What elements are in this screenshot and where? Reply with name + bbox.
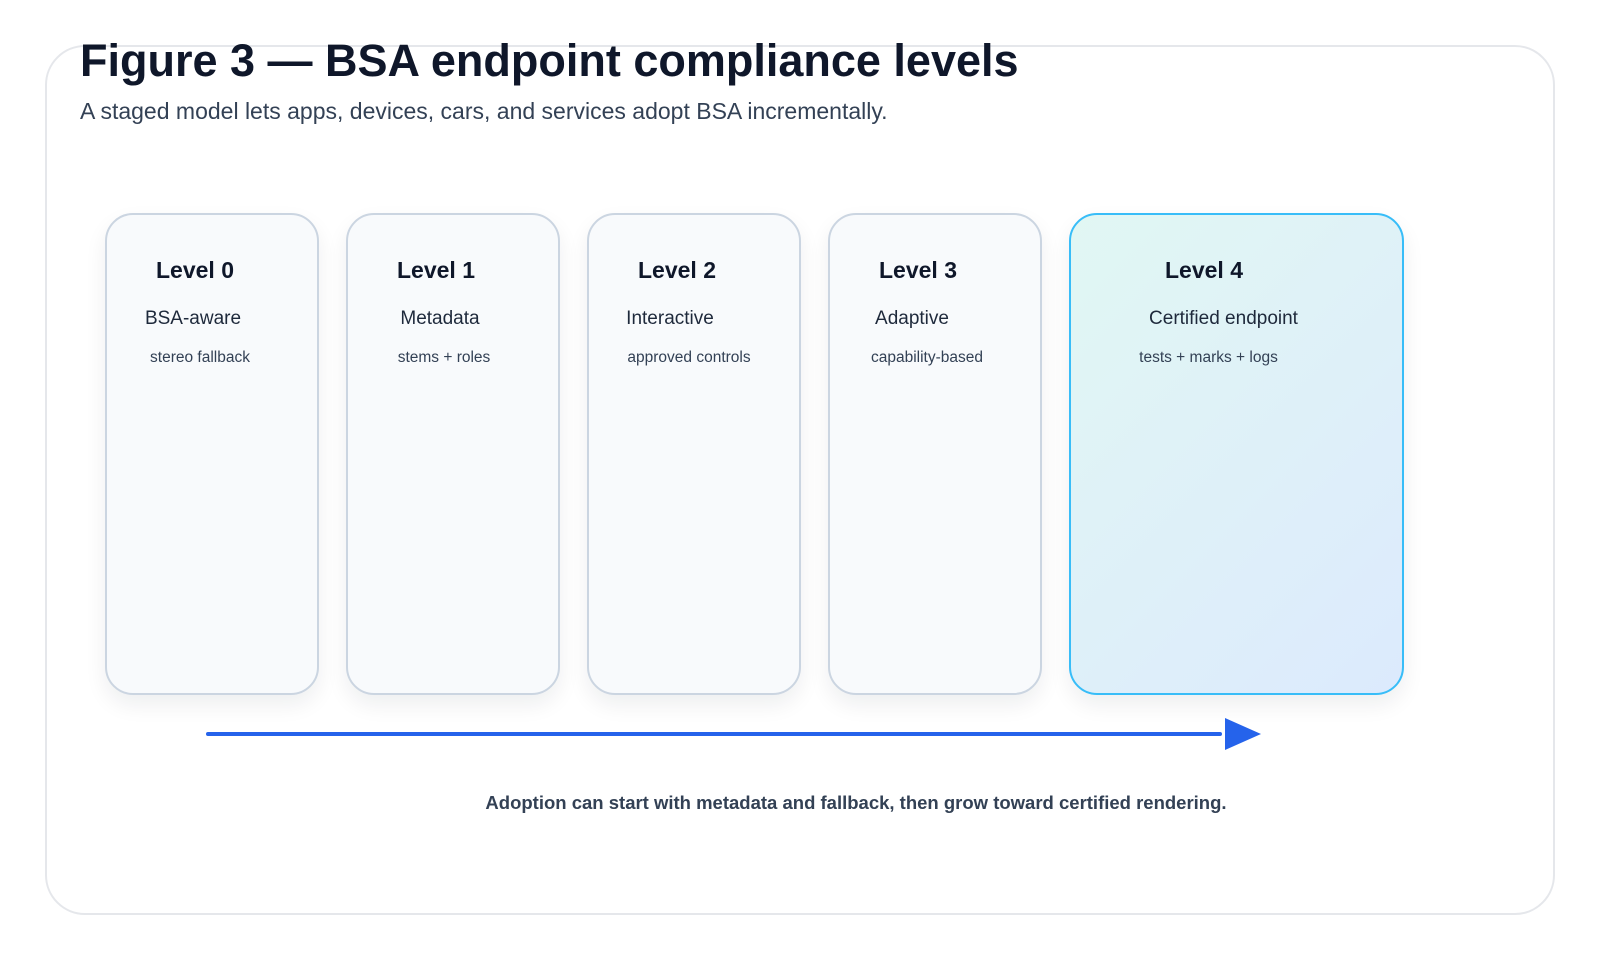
level-card-4: Level 4 Certified endpoint tests + marks…: [1069, 213, 1404, 695]
level-number: Level 1: [397, 257, 475, 283]
level-card-3: Level 3 Adaptive capability-based: [828, 213, 1042, 695]
figure-title: Figure 3 — BSA endpoint compliance level…: [80, 35, 1019, 86]
level-description: tests + marks + logs: [1139, 349, 1278, 366]
level-description: stems + roles: [397, 349, 491, 366]
figure-subtitle: A staged model lets apps, devices, cars,…: [80, 98, 888, 124]
level-number: Level 3: [879, 257, 957, 283]
level-card-1: Level 1 Metadata stems + roles: [346, 213, 560, 695]
level-number: Level 2: [638, 257, 716, 283]
level-number: Level 4: [1165, 257, 1243, 283]
level-name: Metadata: [400, 308, 480, 329]
level-name: Interactive: [626, 308, 714, 329]
level-name: BSA-aware: [144, 308, 242, 329]
level-description: capability-based: [870, 349, 983, 366]
level-name: Certified endpoint: [1149, 308, 1298, 329]
level-card-2: Level 2 Interactive approved controls: [587, 213, 801, 695]
level-description: stereo fallback: [150, 349, 250, 366]
level-description: approved controls: [627, 349, 751, 366]
level-name: Adaptive: [875, 308, 949, 329]
level-card-0: Level 0 BSA-aware stereo fallback: [105, 213, 319, 695]
arrow-right-icon: [206, 718, 1261, 750]
level-number: Level 0: [156, 257, 234, 283]
figure-caption: Adoption can start with metadata and fal…: [485, 792, 1227, 813]
